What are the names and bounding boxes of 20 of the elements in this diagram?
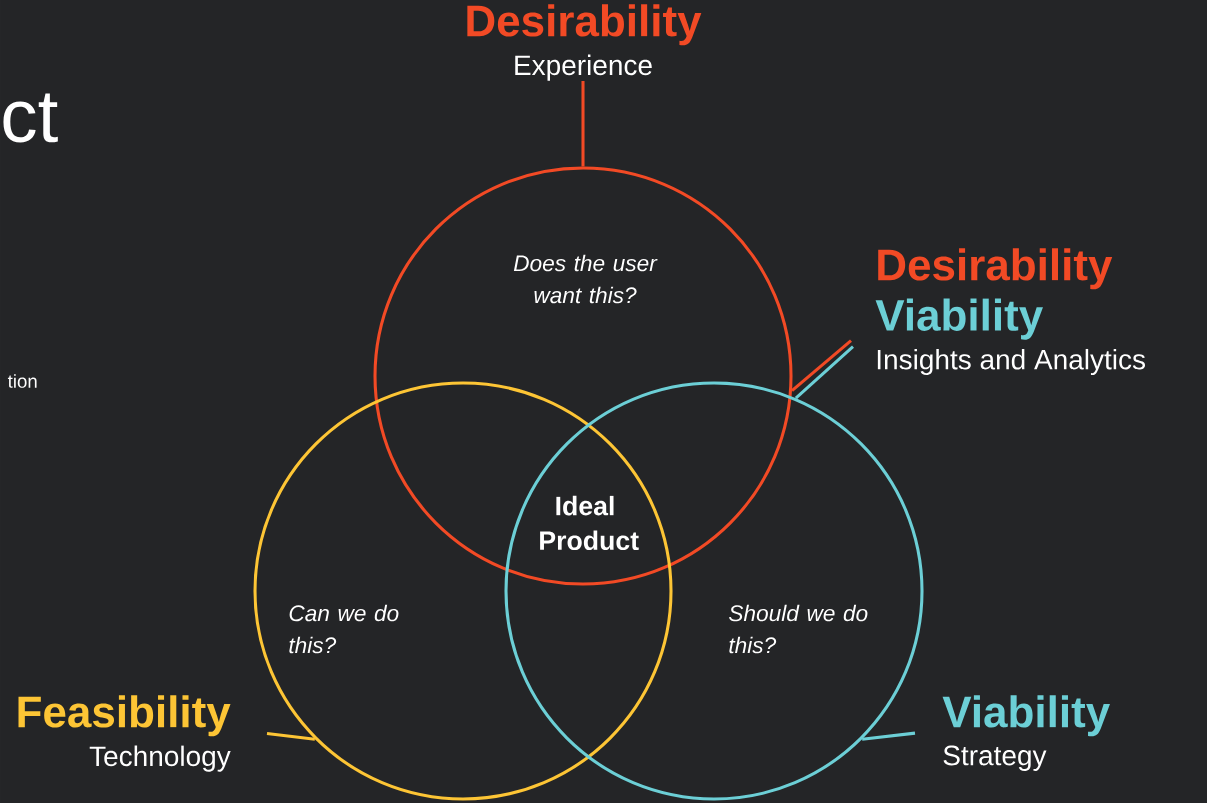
leader-line (862, 731, 916, 741)
center-label: Ideal Product (540, 495, 639, 551)
leader-line (266, 731, 316, 741)
subheading: Strategy (943, 745, 1047, 771)
question-text: Does the user want this? (513, 254, 658, 304)
text-fragment: tion (7, 374, 37, 388)
leader-line (791, 339, 852, 392)
heading: Desirability (467, 4, 702, 46)
question-text: Can we do this? (289, 604, 399, 654)
subheading: Insights and Analytics (877, 348, 1145, 376)
heading: Feasibility (18, 695, 231, 737)
leader-line (581, 81, 585, 167)
heading: Viability (942, 695, 1110, 737)
heading: Viability (875, 298, 1043, 340)
subheading: Experience (515, 54, 652, 81)
title-fragment: ct (3, 93, 58, 143)
subheading: Technology (89, 745, 231, 772)
leader-line (794, 345, 855, 400)
heading: Desirability (878, 248, 1113, 290)
question-text: Should we do this? (729, 604, 868, 654)
